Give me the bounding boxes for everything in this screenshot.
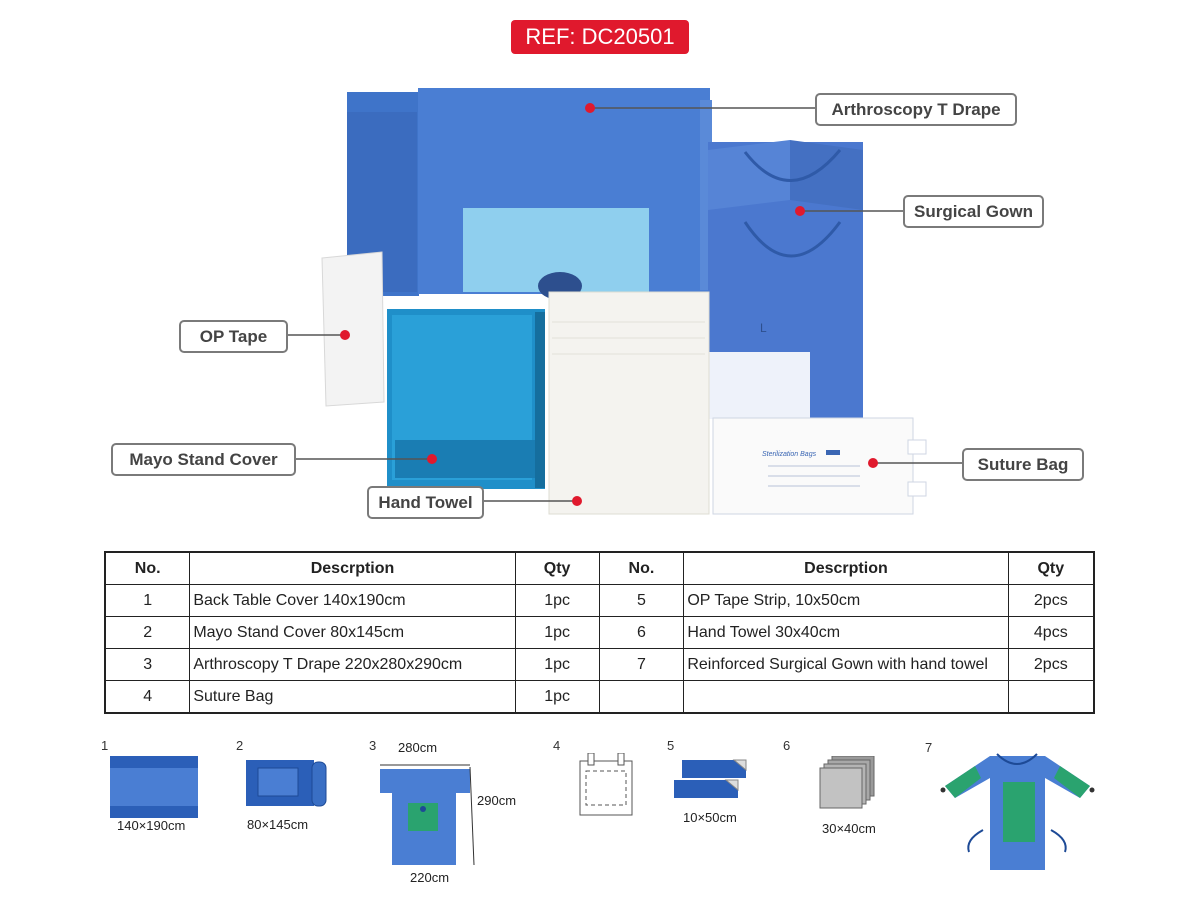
callout-dots xyxy=(340,103,878,506)
cell-no: 5 xyxy=(598,584,685,617)
cell-description: Suture Bag xyxy=(189,680,516,714)
product-photo: L Sterilization Bags xyxy=(287,88,963,515)
header-qty: Qty xyxy=(514,551,600,585)
cell-no: 2 xyxy=(104,616,191,649)
thumb-dim-3-height: 290cm xyxy=(477,793,517,808)
leader-lines xyxy=(287,107,963,502)
cell-no: 7 xyxy=(598,648,685,681)
callout-hand-towel: Hand Towel xyxy=(367,486,484,519)
surgical-gown-diagram xyxy=(940,753,1095,870)
thumb-number-4: 4 xyxy=(553,738,561,753)
thumb-dim-3-width: 280cm xyxy=(398,740,438,755)
callout-op-tape: OP Tape xyxy=(179,320,288,353)
cell-description: Reinforced Surgical Gown with hand towel xyxy=(683,648,1009,681)
hand-towel-image xyxy=(548,291,710,515)
cell-description: Mayo Stand Cover 80x145cm xyxy=(189,616,516,649)
hand-towel-diagram xyxy=(819,756,875,809)
callout-suture-bag: Suture Bag xyxy=(962,448,1084,481)
ref-badge: REF: DC20501 xyxy=(511,20,689,54)
table-row: 1 Back Table Cover 140x190cm 1pc 5 OP Ta… xyxy=(104,584,1095,617)
cell-qty: 2pcs xyxy=(1007,584,1095,617)
cell-no: 3 xyxy=(104,648,191,681)
header-qty-2: Qty xyxy=(1007,551,1095,585)
cell-qty: 1pc xyxy=(514,648,600,681)
cell-qty: 4pcs xyxy=(1007,616,1095,649)
arthroscopy-drape-diagram xyxy=(380,764,475,866)
mayo-stand-cover-diagram xyxy=(246,760,327,807)
sterilization-bags-label: Sterilization Bags xyxy=(762,451,817,458)
thumb-number-6: 6 xyxy=(783,738,791,753)
thumb-dim-5: 10×50cm xyxy=(683,810,737,825)
thumb-dim-6: 30×40cm xyxy=(822,821,876,836)
thumb-dim-3-bottom: 220cm xyxy=(410,870,450,885)
thumb-dim-1: 140×190cm xyxy=(117,818,186,833)
thumb-number-7: 7 xyxy=(925,740,933,755)
mayo-stand-cover-image xyxy=(387,309,545,489)
back-table-cover-diagram xyxy=(110,756,198,818)
table-row: 2 Mayo Stand Cover 80x145cm 1pc 6 Hand T… xyxy=(104,616,1095,649)
thumb-number-1: 1 xyxy=(101,738,109,753)
cell-qty: 1pc xyxy=(514,680,600,714)
thumb-dim-2: 80×145cm xyxy=(247,817,309,832)
cell-no: 6 xyxy=(598,616,685,649)
thumb-number-3: 3 xyxy=(369,738,377,753)
header-description: Descrption xyxy=(189,551,516,585)
op-tape-diagram xyxy=(674,759,747,798)
thumb-number-5: 5 xyxy=(667,738,675,753)
items-table: No. Descrption Qty No. Descrption Qty 1 … xyxy=(104,551,1095,714)
cell-no: 1 xyxy=(104,584,191,617)
surgical-gown-image: L xyxy=(708,140,863,419)
callout-arthroscopy-t-drape: Arthroscopy T Drape xyxy=(815,93,1017,126)
cell-description: Back Table Cover 140x190cm xyxy=(189,584,516,617)
cell-description: OP Tape Strip, 10x50cm xyxy=(683,584,1009,617)
cell-qty xyxy=(1007,680,1095,714)
table-row: 3 Arthroscopy T Drape 220x280x290cm 1pc … xyxy=(104,648,1095,681)
header-no: No. xyxy=(104,551,191,585)
suture-bag-image: Sterilization Bags xyxy=(712,417,927,515)
suture-bag-diagram xyxy=(579,753,633,816)
header-no-2: No. xyxy=(598,551,685,585)
cell-description: Hand Towel 30x40cm xyxy=(683,616,1009,649)
callout-mayo-stand-cover: Mayo Stand Cover xyxy=(111,443,296,476)
cell-description xyxy=(683,680,1009,714)
table-header-row: No. Descrption Qty No. Descrption Qty xyxy=(104,551,1095,585)
op-tape-image xyxy=(321,251,385,407)
callout-surgical-gown: Surgical Gown xyxy=(903,195,1044,228)
cell-description: Arthroscopy T Drape 220x280x290cm xyxy=(189,648,516,681)
cell-no: 4 xyxy=(104,680,191,714)
gown-size-label: L xyxy=(760,321,767,335)
table-row: 4 Suture Bag 1pc xyxy=(104,680,1095,714)
cell-qty: 1pc xyxy=(514,616,600,649)
thumb-number-2: 2 xyxy=(236,738,244,753)
arthroscopy-drape-image xyxy=(418,88,712,300)
cell-no xyxy=(598,680,685,714)
cell-qty: 2pcs xyxy=(1007,648,1095,681)
cell-qty: 1pc xyxy=(514,584,600,617)
header-description-2: Descrption xyxy=(683,551,1009,585)
